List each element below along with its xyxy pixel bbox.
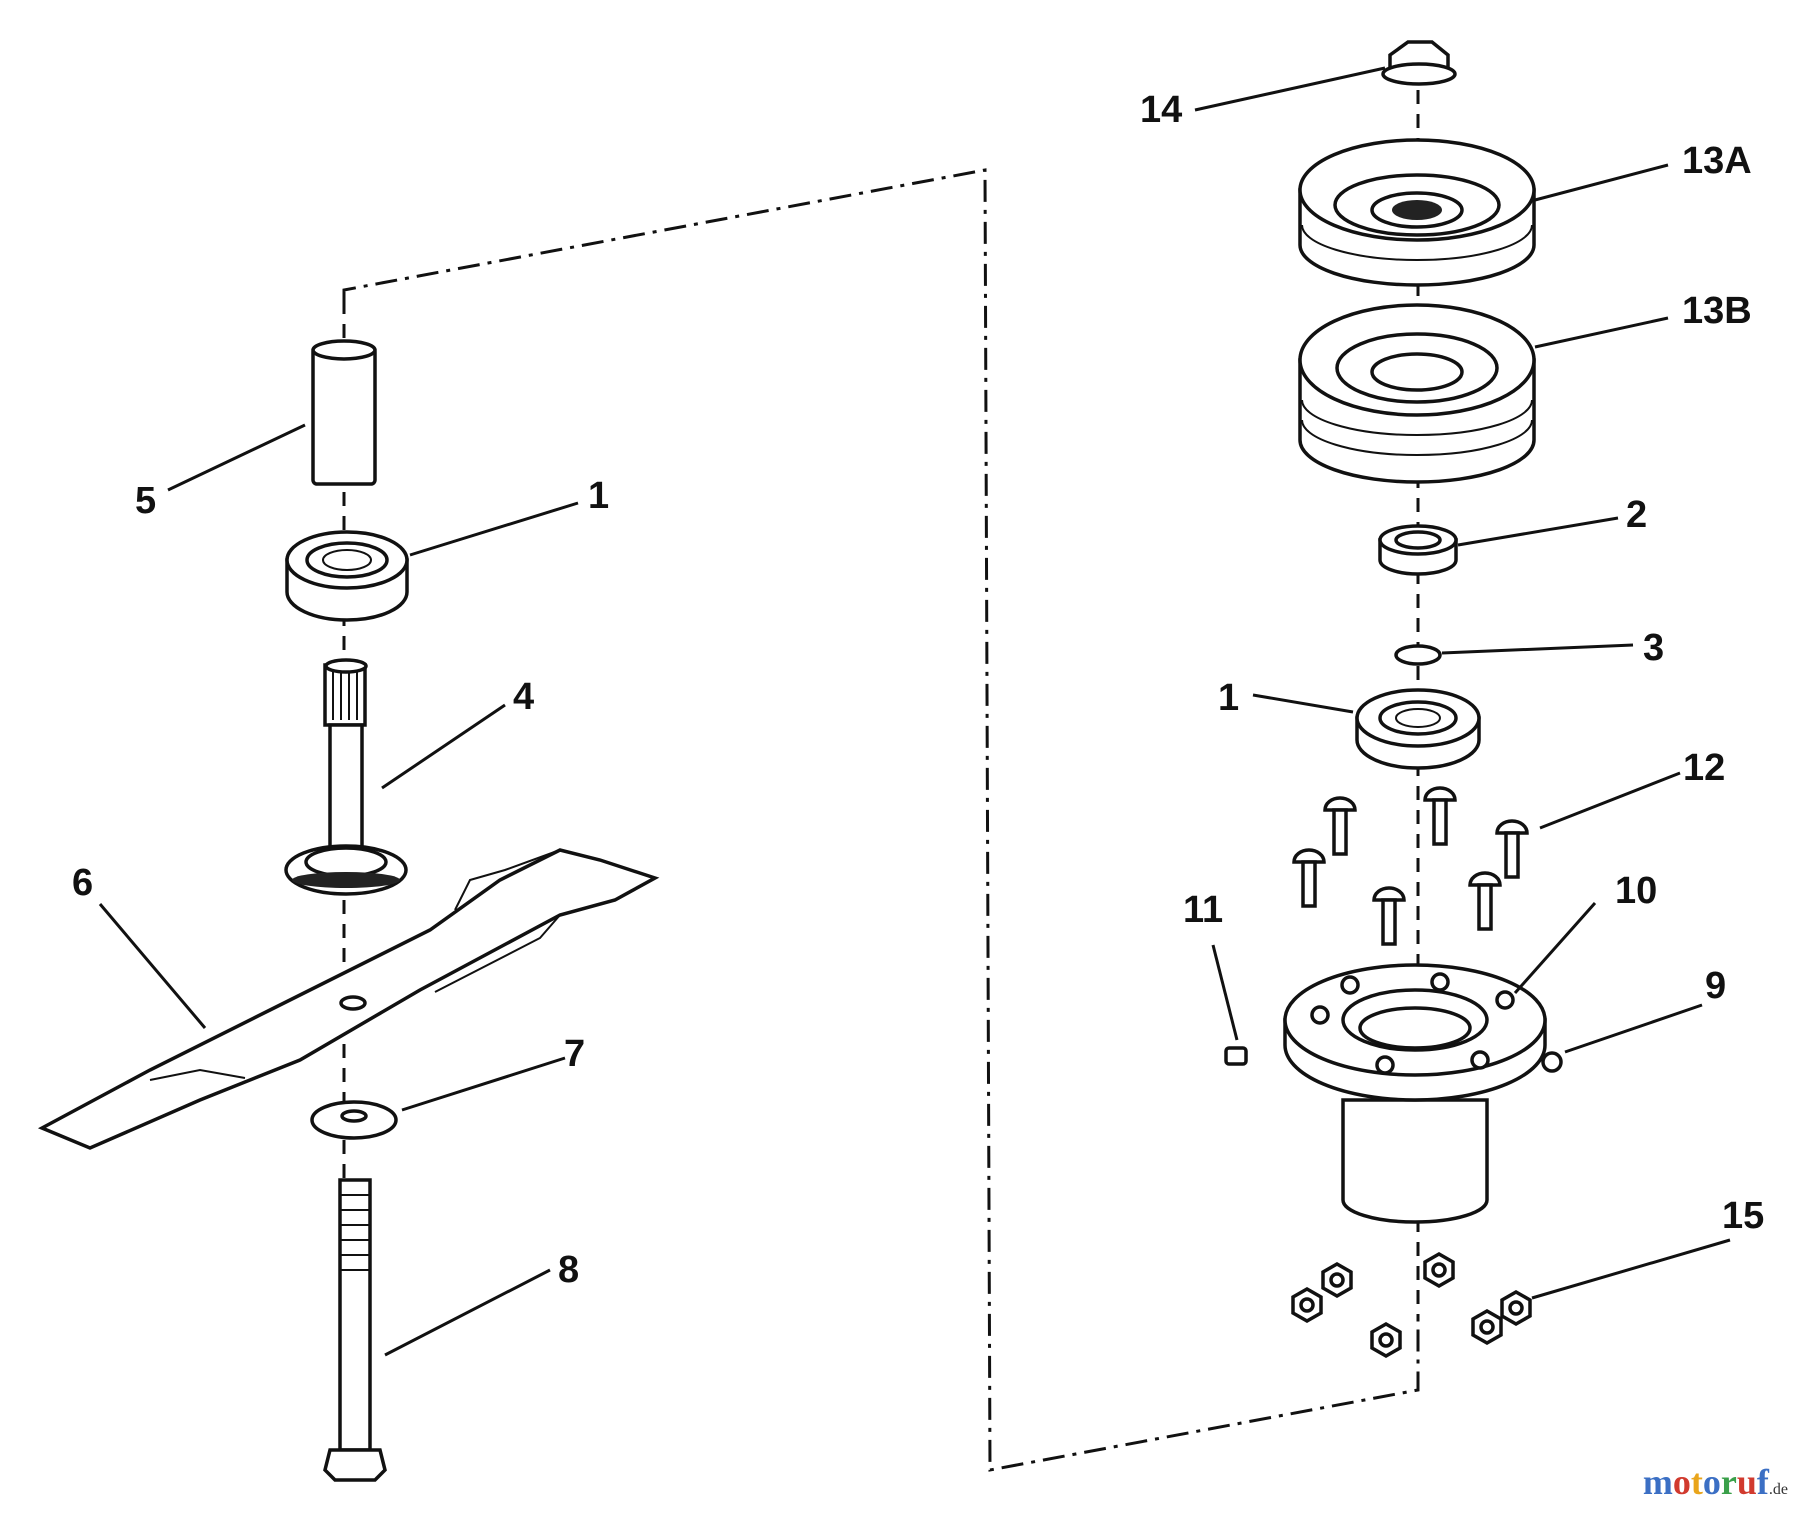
- right-spindle-housing-assembly: [1224, 40, 1563, 1359]
- callout-11: 11: [1183, 889, 1223, 931]
- spindle-housing: [1283, 963, 1547, 1224]
- callout-4: 4: [513, 676, 534, 718]
- callout-1-right: 1: [1218, 677, 1239, 719]
- bearing-right: [1355, 688, 1481, 770]
- blade-bolt: [323, 1178, 387, 1482]
- callout-8: 8: [558, 1249, 579, 1291]
- watermark-letter: r: [1720, 1462, 1737, 1502]
- spacer-collar: [1378, 524, 1458, 576]
- watermark-text: motoruf: [1643, 1462, 1769, 1502]
- square-key: [1224, 1046, 1248, 1066]
- watermark-letter: f: [1756, 1462, 1769, 1502]
- left-spindle-assembly: [37, 300, 660, 1482]
- pulley-13b: [1298, 303, 1536, 484]
- retaining-ring: [1394, 644, 1442, 666]
- blade-washer: [310, 1100, 398, 1140]
- watermark-letter: m: [1642, 1462, 1673, 1502]
- callout-6: 6: [72, 862, 93, 904]
- callout-5: 5: [135, 480, 156, 522]
- bearing-left: [285, 530, 409, 622]
- callout-2: 2: [1626, 494, 1647, 536]
- spacer-sleeve: [311, 339, 377, 486]
- leader-lines: [98, 66, 1731, 1357]
- callout-1-left: 1: [588, 475, 609, 517]
- callout-7: 7: [564, 1033, 585, 1075]
- lock-nuts: [1291, 1251, 1532, 1359]
- callout-15: 15: [1722, 1195, 1764, 1237]
- watermark-letter: o: [1672, 1462, 1691, 1502]
- callout-13a: 13A: [1682, 140, 1752, 182]
- pulley-13a: [1298, 138, 1536, 287]
- watermark-logo: motoruf.de: [1643, 1461, 1788, 1503]
- callout-10: 10: [1615, 870, 1657, 912]
- watermark-letter: u: [1736, 1462, 1757, 1502]
- spindle-shaft: [284, 658, 408, 896]
- callout-9: 9: [1705, 965, 1726, 1007]
- callout-3: 3: [1643, 627, 1664, 669]
- mower-blade: [37, 848, 660, 1150]
- watermark-suffix: .de: [1768, 1481, 1788, 1498]
- hex-flange-nut: [1381, 40, 1457, 86]
- assembly-connector-line: [342, 168, 1420, 1472]
- watermark-letter: o: [1702, 1462, 1721, 1502]
- callout-12: 12: [1683, 747, 1725, 789]
- grease-fitting: [1541, 1051, 1563, 1073]
- carriage-bolts: [1292, 786, 1529, 946]
- callout-13b: 13B: [1682, 290, 1752, 332]
- callout-14: 14: [1140, 89, 1182, 131]
- watermark-letter: t: [1690, 1462, 1703, 1502]
